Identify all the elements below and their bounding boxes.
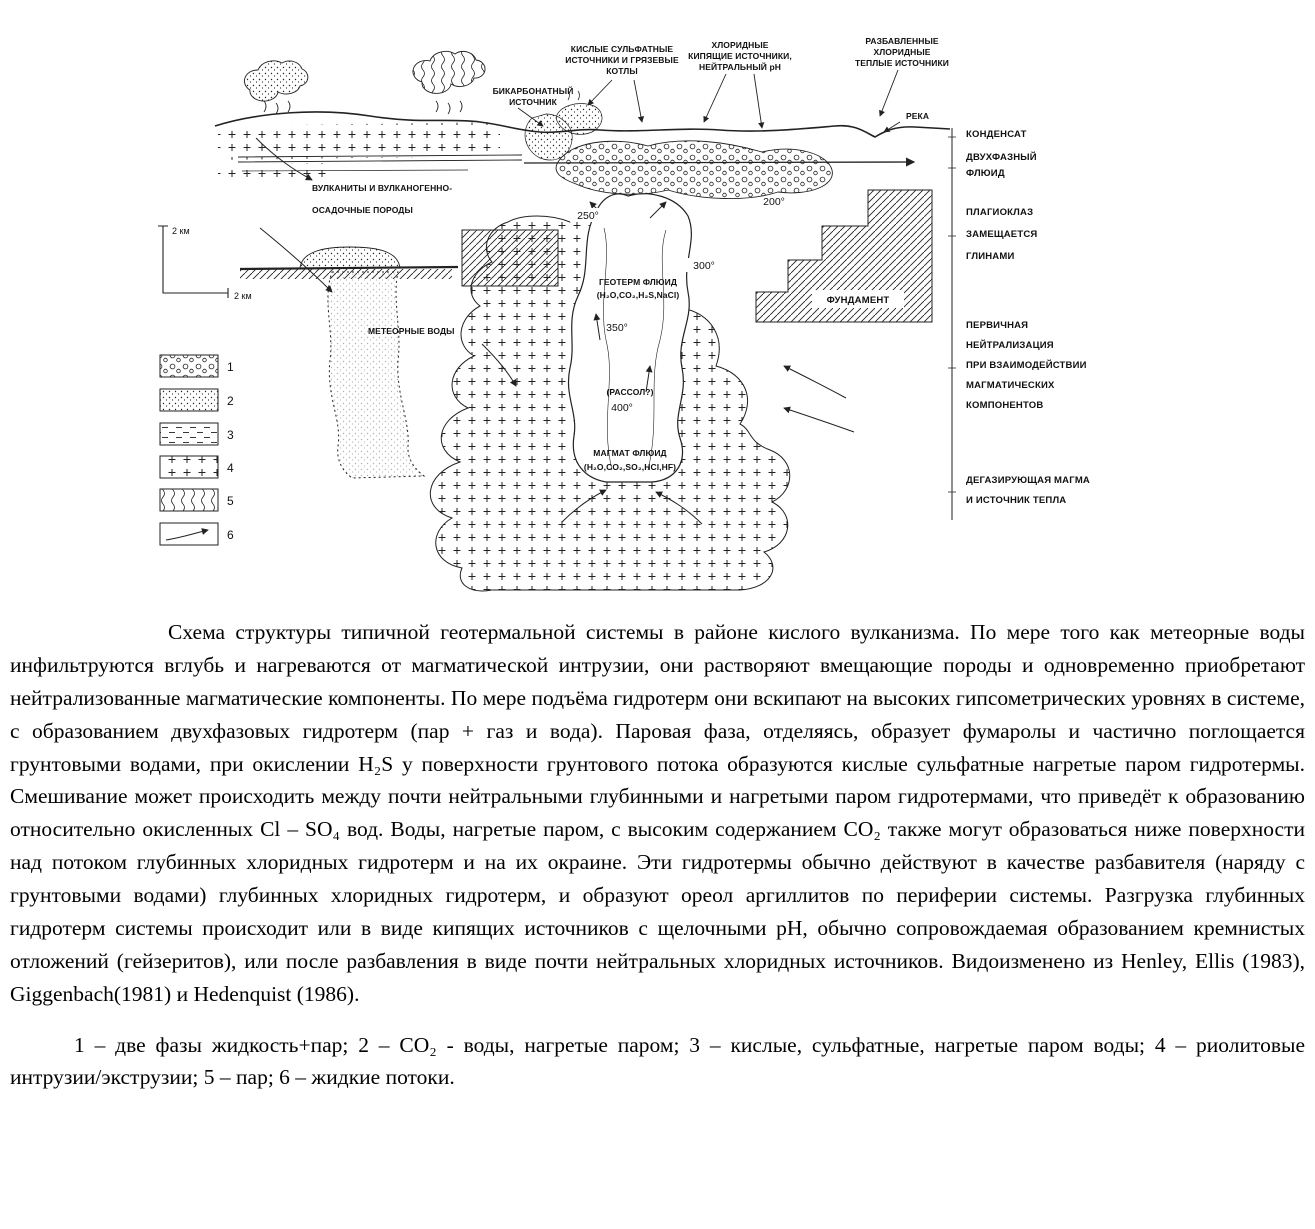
chloride-boiling-label: ХЛОРИДНЫЕ: [711, 40, 768, 50]
legend-number-4: 4: [227, 461, 234, 475]
temp-250: 250°: [577, 210, 599, 222]
legend-swatch-rhyolite: [159, 455, 219, 479]
temp-300: 300°: [693, 260, 715, 272]
svg-text:НЕЙТРАЛЬНЫЙ pH: НЕЙТРАЛЬНЫЙ pH: [699, 61, 781, 72]
lateral-outflow-arrow: [523, 157, 916, 167]
hatched-block-left: [461, 229, 559, 287]
figure-legend-caption: 1 – две фазы жидкость+пар; 2 – CO₂ - вод…: [10, 1032, 1305, 1089]
svg-text:ХЛОРИДНЫЕ: ХЛОРИДНЫЕ: [873, 47, 930, 57]
plagioclase-label: ПЛАГИОКЛАЗ: [966, 207, 1033, 218]
acid-sulfate-label: КИСЛЫЕ СУЛЬФАТНЫЕ: [571, 44, 674, 54]
svg-text:ОСАДОЧНЫЕ ПОРОДЫ: ОСАДОЧНЫЕ ПОРОДЫ: [312, 205, 413, 215]
two-phase-fluid-label: ДВУХФАЗНЫЙ: [966, 151, 1037, 163]
right-labels: КОНДЕНСАТ ДВУХФАЗНЫЙ ФЛЮИД ПЛАГИОКЛАЗ ЗА…: [966, 129, 1090, 506]
primary-neutralization-label: ПЕРВИЧНАЯ: [966, 320, 1028, 331]
svg-text:КОТЛЫ: КОТЛЫ: [606, 66, 638, 76]
pattern-legend: 1 2 3 4 5 6: [159, 354, 234, 546]
legend-number-3: 3: [227, 428, 234, 442]
mud-pots-patch: [555, 90, 603, 135]
svg-text:ИСТОЧНИК: ИСТОЧНИК: [509, 97, 558, 107]
svg-text:(H₂O,CO₂,H₂S,NaCl): (H₂O,CO₂,H₂S,NaCl): [597, 290, 680, 300]
temp-400: 400°: [611, 402, 633, 414]
figure-caption: Схема структуры типичной геотермальной с…: [10, 620, 1305, 1006]
legend-swatch-acid-sulfate: [159, 422, 219, 446]
volcanics-layer: [218, 122, 523, 178]
legend-number-5: 5: [227, 494, 234, 508]
svg-text:КИПЯЩИЕ ИСТОЧНИКИ,: КИПЯЩИЕ ИСТОЧНИКИ,: [688, 51, 792, 61]
geothermal-system-diagram: 2 км 2 км ФУ: [0, 0, 1315, 600]
right-reference-line: [948, 128, 956, 520]
legend-swatch-two-phase: [159, 354, 219, 378]
flow-arrows: [255, 137, 855, 525]
scale-vertical-label: 2 км: [172, 226, 190, 236]
liquid-flow-arrow-icon: [165, 528, 209, 541]
svg-text:ФЛЮИД: ФЛЮИД: [966, 168, 1005, 179]
upflow-channel: [567, 193, 692, 483]
svg-text:(H₂O,CO₂,SO₂,HCl,HF): (H₂O,CO₂,SO₂,HCl,HF): [584, 462, 676, 472]
basement-block: ФУНДАМЕНТ: [755, 189, 933, 323]
legend-number-2: 2: [227, 394, 234, 408]
fumarole-cloud-right: [412, 50, 486, 115]
scale-bar: 2 км 2 км: [158, 225, 252, 301]
svg-text:КОМПОНЕНТОВ: КОМПОНЕНТОВ: [966, 400, 1043, 411]
meteoric-downflow-conduit: [327, 271, 426, 479]
svg-text:ГЛИНАМИ: ГЛИНАМИ: [966, 251, 1015, 262]
shallow-lens: [299, 246, 401, 269]
svg-text:И ИСТОЧНИК ТЕПЛА: И ИСТОЧНИК ТЕПЛА: [966, 495, 1066, 506]
document-page: 2 км 2 км ФУ: [0, 0, 1315, 1089]
svg-text:ПРИ ВЗАИМОДЕЙСТВИИ: ПРИ ВЗАИМОДЕЙСТВИИ: [966, 359, 1087, 371]
legend-number-1: 1: [227, 360, 234, 374]
geothermal-fluid-label: ГЕОТЕРМ ФЛЮИД: [599, 277, 677, 287]
interior-labels: ВУЛКАНИТЫ И ВУЛКАНОГЕННО- ОСАДОЧНЫЕ ПОРО…: [312, 183, 679, 472]
temperature-labels: 250° 200° 300° 350° 400°: [570, 196, 785, 414]
legend-swatch-co2-waters: [159, 388, 219, 412]
legend-swatch-steam: [159, 488, 219, 512]
temp-200: 200°: [763, 196, 785, 208]
brine-label: (РАССОЛ?): [606, 387, 653, 397]
magmatic-fluid-label: МАГМАТ ФЛЮИД: [593, 448, 666, 458]
svg-text:НЕЙТРАЛИЗАЦИЯ: НЕЙТРАЛИЗАЦИЯ: [966, 339, 1054, 351]
legend-number-6: 6: [227, 528, 234, 542]
scale-horizontal-label: 2 км: [234, 291, 252, 301]
fumarole-cloud-left: [244, 60, 309, 115]
svg-text:ИСТОЧНИКИ И ГРЯЗЕВЫЕ: ИСТОЧНИКИ И ГРЯЗЕВЫЕ: [565, 55, 679, 65]
svg-text:ЗАМЕЩАЕТСЯ: ЗАМЕЩАЕТСЯ: [966, 229, 1037, 240]
two-phase-zone: [555, 140, 833, 200]
ground-surface-line: [214, 111, 951, 138]
meteoric-water-label: МЕТЕОРНЫЕ ВОДЫ: [368, 326, 455, 336]
volcanics-label: ВУЛКАНИТЫ И ВУЛКАНОГЕННО-: [312, 183, 452, 193]
svg-text:ТЕПЛЫЕ ИСТОЧНИКИ: ТЕПЛЫЕ ИСТОЧНИКИ: [855, 58, 949, 68]
bicarbonate-label: БИКАРБОНАТНЫЙ: [493, 85, 574, 96]
diagram-svg: 2 км 2 км ФУ: [158, 36, 1090, 592]
svg-text:МАГМАТИЧЕСКИХ: МАГМАТИЧЕСКИХ: [966, 380, 1055, 391]
degassing-magma-label: ДЕГАЗИРУЮЩАЯ МАГМА: [966, 475, 1090, 486]
label-leader-arrows: [517, 69, 901, 133]
diluted-chloride-label: РАЗБАВЛЕННЫЕ: [865, 36, 939, 46]
legend-swatch-liquid-flow: [159, 522, 219, 546]
temp-350: 350°: [606, 322, 628, 334]
condensate-label: КОНДЕНСАТ: [966, 129, 1027, 140]
river-label: РЕКА: [906, 111, 929, 121]
top-labels: КИСЛЫЕ СУЛЬФАТНЫЕ ИСТОЧНИКИ И ГРЯЗЕВЫЕ К…: [493, 36, 949, 121]
basement-label: ФУНДАМЕНТ: [827, 295, 890, 306]
